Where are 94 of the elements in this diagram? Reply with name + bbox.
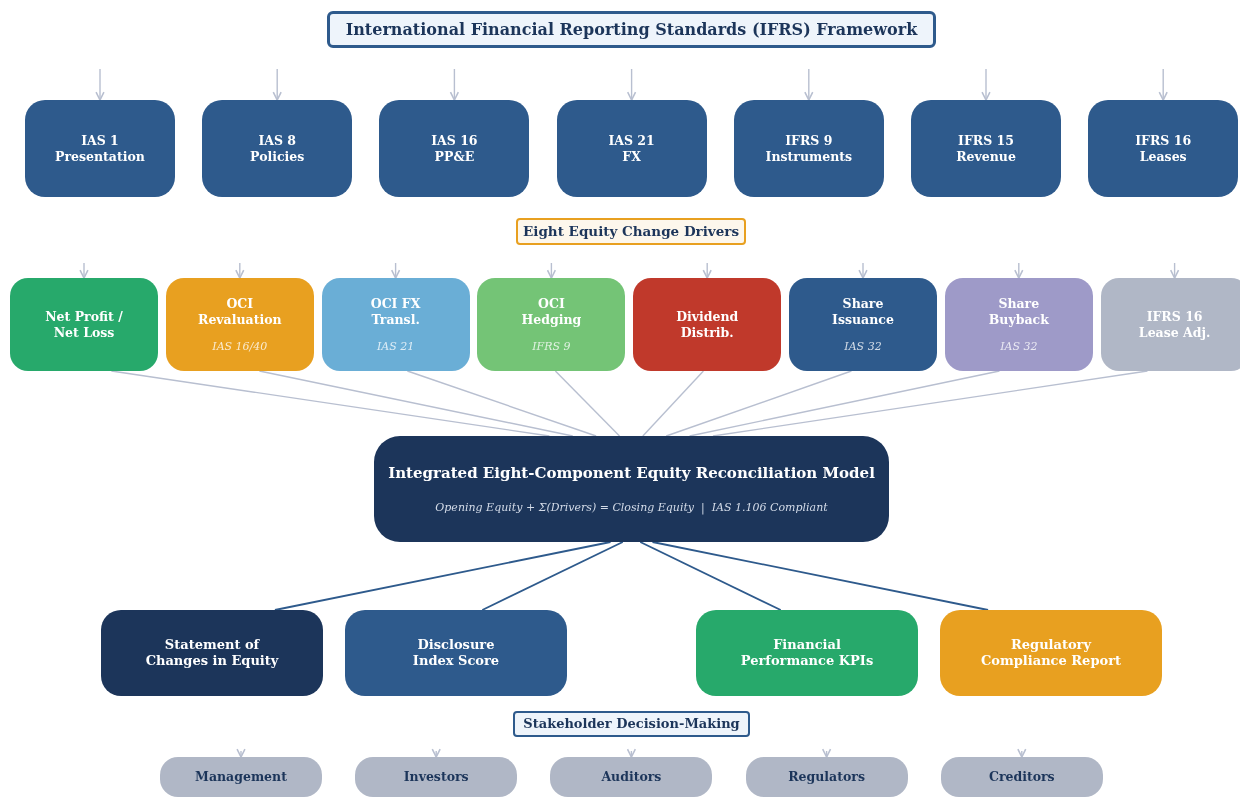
arrow	[272, 68, 282, 101]
node-label: Statement of Changes in Equity	[144, 636, 280, 670]
node-label: Financial Performance KPIs	[739, 636, 875, 670]
node-label: IAS 8 Policies	[249, 132, 306, 165]
arrow	[449, 68, 460, 101]
section-header	[513, 711, 750, 737]
node-label: Dividend Distrib.	[675, 308, 740, 341]
arrow	[702, 262, 712, 279]
node-label: OCI Revaluation	[197, 296, 283, 328]
connector-line	[651, 541, 989, 611]
connector-line	[688, 370, 1001, 437]
connector-line	[274, 541, 612, 611]
connector-line	[406, 370, 597, 437]
node-label: OCI Hedging	[520, 296, 583, 328]
stakeholder-box	[745, 757, 908, 797]
driver-box	[10, 278, 158, 371]
node-label: IFRS 9 Instruments	[764, 132, 854, 165]
arrow	[1169, 262, 1180, 279]
arrow	[236, 748, 246, 758]
connector-line	[258, 370, 574, 437]
standard-reference: IAS 32	[844, 339, 882, 353]
driver-box	[321, 278, 470, 371]
standard-box	[911, 100, 1061, 197]
arrow	[821, 748, 832, 758]
standard-reference: IAS 21	[376, 339, 415, 353]
arrow	[858, 262, 868, 279]
connector-line	[554, 370, 621, 437]
arrow	[546, 262, 557, 279]
connector-line	[110, 370, 551, 437]
standard-reference: IAS 16/40	[212, 339, 268, 353]
node-label: Net Profit / Net Loss	[44, 308, 124, 341]
node-label: Management	[195, 769, 287, 785]
output-box	[940, 610, 1162, 696]
arrow	[981, 68, 991, 101]
arrow	[235, 262, 245, 279]
node-label: Investors	[403, 769, 469, 785]
title-box	[327, 11, 936, 48]
arrow	[95, 68, 105, 101]
node-label: IAS 21 FX	[607, 132, 656, 165]
equation-text: Opening Equity + Σ(Drivers) = Closing Equity | IAS 1.106 Compliant	[435, 500, 828, 514]
node-label: IFRS 16 Lease Adj.	[1137, 308, 1212, 341]
node-label: Regulatory Compliance Report	[980, 636, 1122, 670]
arrow	[1158, 68, 1168, 101]
standard-box	[1088, 100, 1239, 197]
driver-box	[477, 278, 626, 371]
arrow	[431, 748, 441, 758]
connector-line	[712, 370, 1149, 437]
node-label: IAS 16 PP&E	[430, 132, 479, 165]
driver-box	[633, 278, 782, 371]
arrow	[79, 262, 89, 279]
connector-line	[642, 370, 705, 437]
heading-text: Eight Equity Change Drivers	[523, 223, 739, 240]
standard-reference: IFRS 9	[532, 339, 571, 353]
standard-box	[25, 100, 175, 197]
stakeholder-box	[550, 757, 713, 797]
node-label: OCI FX Transl.	[369, 296, 422, 328]
standard-box	[556, 100, 707, 197]
arrow	[1014, 262, 1024, 279]
node-label: Integrated Eight-Component Equity Reconciliation Model	[388, 464, 875, 483]
model-box	[374, 436, 889, 542]
stakeholder-box	[940, 757, 1103, 797]
arrow	[390, 262, 401, 279]
standard-box	[379, 100, 530, 197]
node-label: Share Buyback	[987, 296, 1050, 328]
section-header	[516, 218, 746, 245]
driver-box	[944, 278, 1093, 371]
node-label: Auditors	[601, 769, 662, 785]
stakeholder-box	[160, 757, 322, 797]
output-box	[696, 610, 918, 696]
node-label: Creditors	[988, 769, 1055, 785]
node-label: Regulators	[788, 769, 865, 785]
driver-box	[789, 278, 937, 371]
standard-box	[202, 100, 353, 197]
connector-line	[481, 541, 624, 611]
heading-text: Stakeholder Decision-Making	[523, 715, 740, 733]
driver-box	[1100, 278, 1240, 371]
node-label: Share Issuance	[831, 296, 895, 328]
driver-box	[165, 278, 314, 371]
arrow	[626, 748, 637, 758]
heading-text: International Financial Reporting Standards (IFRS) Framework	[345, 19, 918, 40]
arrow	[626, 68, 637, 101]
connector-line	[639, 541, 782, 611]
output-box	[101, 610, 323, 696]
standard-box	[733, 100, 884, 197]
node-label: IFRS 16 Leases	[1134, 132, 1193, 165]
stakeholder-box	[355, 757, 518, 797]
arrow	[1017, 748, 1027, 758]
output-box	[345, 610, 567, 696]
node-label: IFRS 15 Revenue	[955, 132, 1017, 165]
arrow	[804, 68, 814, 101]
node-label: IAS 1 Presentation	[55, 132, 145, 165]
node-label: Disclosure Index Score	[411, 636, 501, 670]
standard-reference: IAS 32	[1000, 339, 1038, 353]
connector-line	[665, 370, 853, 437]
